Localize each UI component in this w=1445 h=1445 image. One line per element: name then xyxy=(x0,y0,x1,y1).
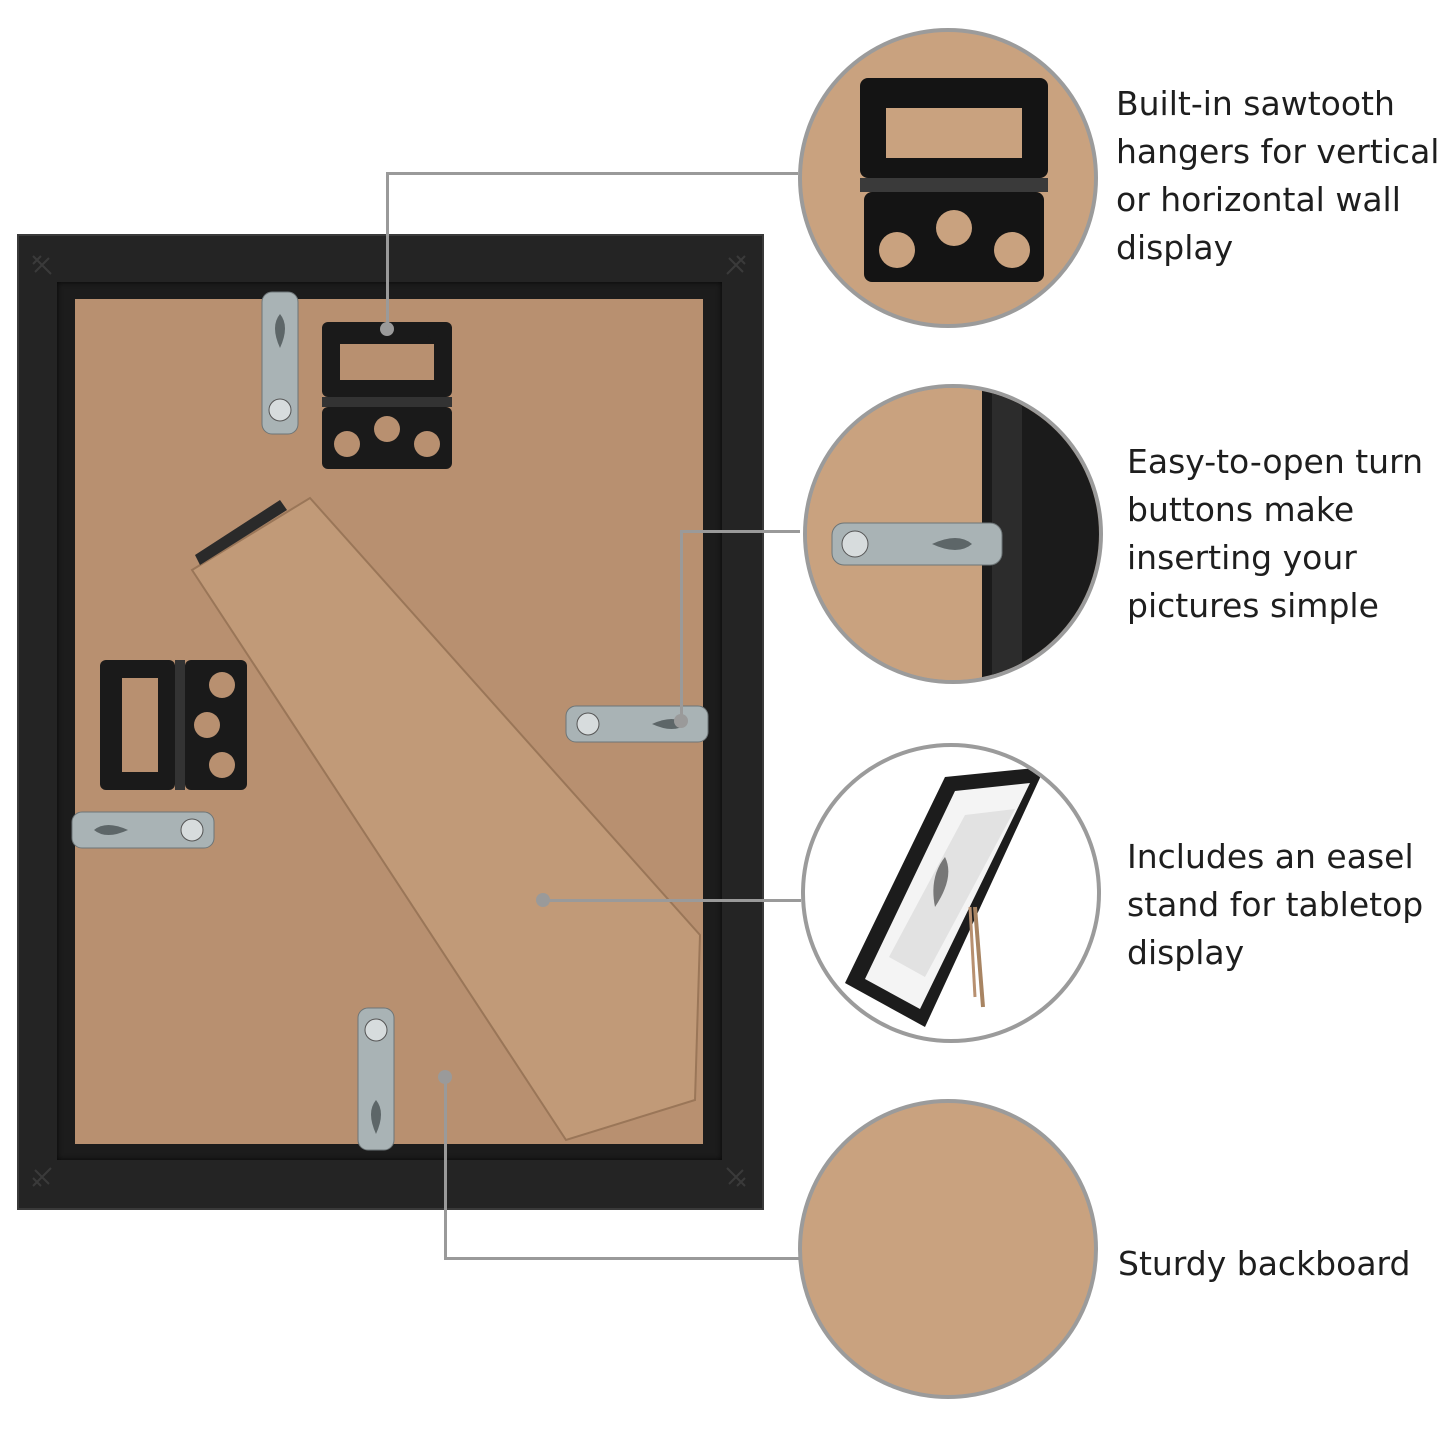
callout-line-backboard xyxy=(444,1076,447,1258)
caption-easel: Includes an easel stand for tabletop dis… xyxy=(1127,837,1424,972)
backboard-texture-icon xyxy=(798,1099,1098,1399)
turn-button-icon xyxy=(803,384,1103,684)
corner-joint-icon xyxy=(32,1167,52,1187)
caption-backboard: Sturdy backboard xyxy=(1118,1244,1411,1283)
callout-dot-backboard xyxy=(438,1070,452,1084)
caption-sawtooth: Built-in sawtooth hangers for vertical o… xyxy=(1116,84,1440,267)
callout-line-turn xyxy=(680,530,800,533)
turn-button-bottom[interactable] xyxy=(357,1007,395,1151)
turn-button-right[interactable] xyxy=(565,705,709,743)
callout-line-backboard xyxy=(444,1257,799,1260)
easel-frame-icon xyxy=(801,743,1101,1043)
sawtooth-hanger-left xyxy=(100,660,247,790)
callout-line-turn xyxy=(680,530,683,720)
callout-line-sawtooth xyxy=(386,172,798,175)
corner-joint-icon xyxy=(726,1167,746,1187)
callout-line-sawtooth xyxy=(386,172,389,332)
turn-button-left[interactable] xyxy=(71,811,215,849)
callout-dot-turn xyxy=(674,714,688,728)
callout-dot-easel xyxy=(536,893,550,907)
sawtooth-hanger-icon xyxy=(798,28,1098,328)
easel-stand[interactable] xyxy=(190,496,702,1142)
sawtooth-hanger-top xyxy=(322,322,452,469)
turn-button-top[interactable] xyxy=(261,291,299,435)
callout-line-easel xyxy=(543,899,801,902)
corner-joint-icon xyxy=(32,255,52,275)
callout-dot-sawtooth xyxy=(380,322,394,336)
caption-turn-buttons: Easy-to-open turn buttons make inserting… xyxy=(1127,442,1423,625)
corner-joint-icon xyxy=(726,255,746,275)
